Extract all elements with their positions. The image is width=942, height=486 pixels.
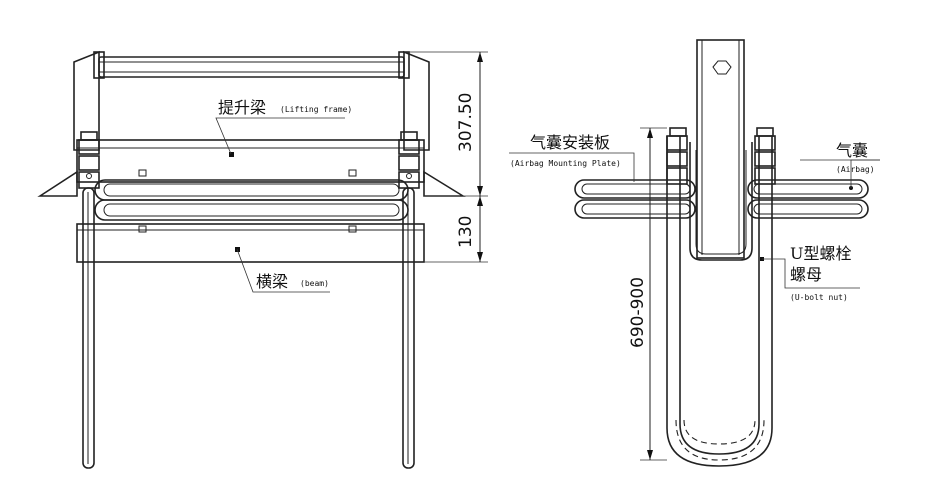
label-u-bolt-nut-cn2: 螺母 [790,265,822,284]
nut-top-left [80,131,98,141]
dimension-130: 130 [456,216,476,248]
right-side-view: 气囊安装板 (Airbag Mounting Plate) 气囊 (Airbag… [509,39,880,467]
u-bolt [666,136,773,467]
left-front-view: 提升梁 (Lifting frame) 横梁 (beam) 307.50 130 [37,50,488,469]
airbag-right-upper [747,179,869,199]
airbag-upper [94,179,409,201]
u-bolt-leg-left [82,187,95,469]
label-beam-cn: 横梁 [256,272,288,291]
label-mounting-plate-en: (Airbag Mounting Plate) [510,159,621,168]
lifting-frame-plate [76,139,425,183]
airbag-left-upper [574,179,696,199]
label-airbag-en: (Airbag) [836,165,875,174]
label-beam-en: (beam) [300,279,329,288]
airbag-lower [94,199,409,221]
left-bracket [73,50,100,151]
airbag-right-lower [747,199,869,219]
label-airbag-cn: 气囊 [836,141,868,160]
dimension-690-900: 690-900 [628,277,648,348]
hex-bolt-icon [712,60,732,75]
label-lifting-frame-en: (Lifting frame) [280,105,352,114]
label-u-bolt-nut-en: (U-bolt nut) [790,293,848,302]
lifting-bar [98,56,405,78]
beam [76,223,425,263]
right-bracket [403,50,430,151]
channel [689,142,753,261]
left-bracket-cap [93,51,105,79]
u-bolt-leg-right [402,187,415,469]
left-gusset [37,170,78,197]
vertical-post [696,39,745,259]
label-u-bolt-nut-cn1: U型螺栓 [790,244,852,263]
right-gusset [423,170,466,197]
airbag-left-lower [574,199,696,219]
dimension-307-50: 307.50 [456,93,476,152]
label-lifting-frame-cn: 提升梁 [218,98,266,117]
label-mounting-plate-cn: 气囊安装板 [530,133,610,152]
lifting-frame-marker [229,152,234,157]
